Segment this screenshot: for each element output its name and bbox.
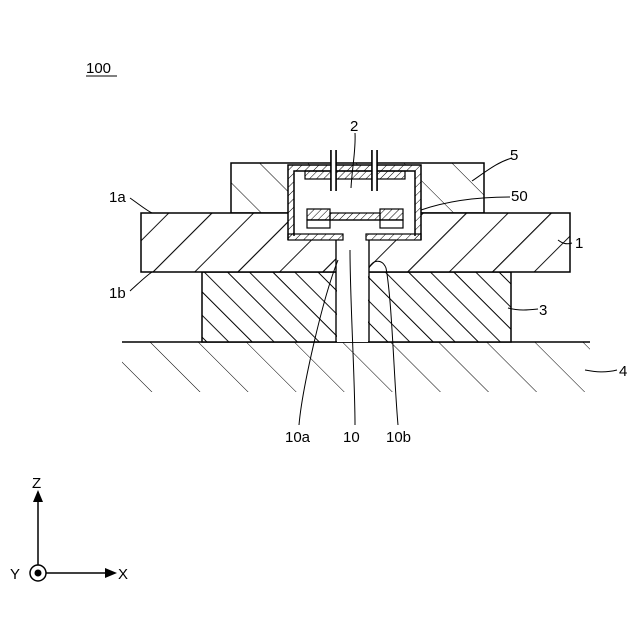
leader-1b [130,272,152,291]
figure-number: 100 [86,60,111,77]
leader-1a [130,198,152,213]
label-hole-edge-a: 10a [285,429,311,446]
axis-z-label: Z [32,475,41,492]
leader-3 [508,308,538,310]
label-board-bottom: 1b [109,285,126,302]
label-board-top: 1a [109,189,126,206]
label-cover-inner: 50 [511,188,528,205]
axes-indicator: Z X Y [10,475,128,583]
label-cover: 5 [510,147,518,164]
label-hole-edge-b: 10b [386,429,411,446]
label-sensor: 2 [350,118,358,135]
label-base: 3 [539,302,547,319]
label-ground: 4 [619,363,627,380]
label-board: 1 [575,235,583,252]
axis-y-label: Y [10,566,20,583]
label-hole: 10 [343,429,360,446]
ground [122,342,590,392]
x-arrow-icon [105,568,117,578]
axis-x-label: X [118,566,128,583]
